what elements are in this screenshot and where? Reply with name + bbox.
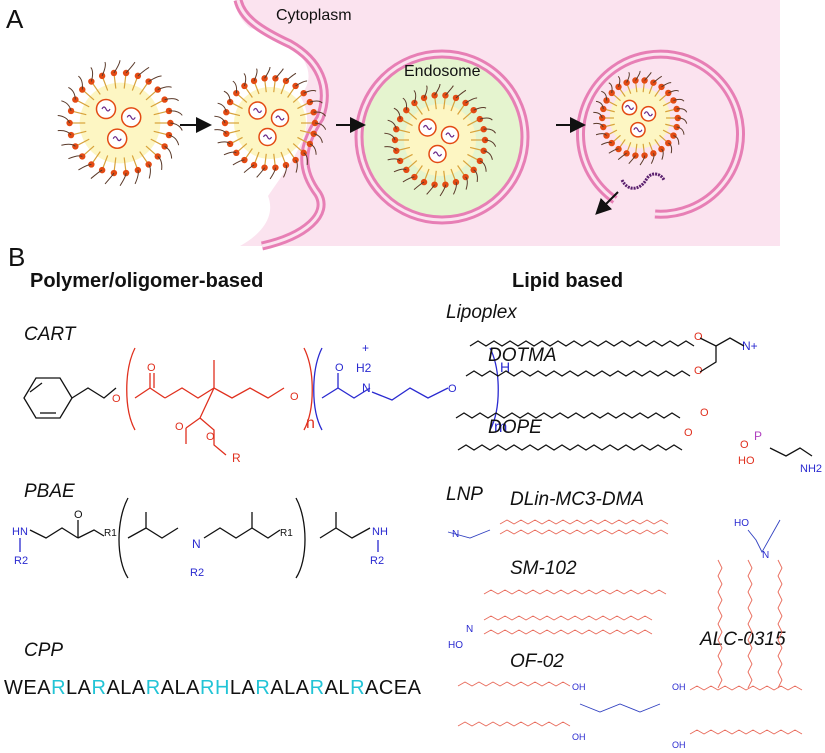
cpp-residue: LA [66, 677, 92, 699]
svg-text:O: O [206, 431, 215, 443]
svg-text:m: m [494, 419, 507, 436]
svg-text:H2: H2 [356, 361, 372, 375]
cpp-residue: ALA [270, 677, 309, 699]
cpp-highlight-residue: R [146, 677, 161, 699]
cpp-residue: AL [325, 677, 350, 699]
svg-text:OH: OH [672, 682, 686, 692]
svg-text:R2: R2 [190, 567, 204, 579]
svg-text:O: O [147, 362, 156, 374]
panel-a-letter: A [6, 4, 24, 34]
svg-text:R1: R1 [104, 528, 117, 539]
svg-text:OH: OH [672, 740, 686, 750]
lipid-nanoparticle [384, 83, 497, 197]
svg-text:O: O [700, 407, 709, 419]
svg-text:O: O [740, 439, 749, 451]
svg-text:OH: OH [572, 732, 586, 742]
lipid-nanoparticle [593, 70, 688, 166]
svg-text:R2: R2 [370, 555, 384, 567]
svg-text:HN: HN [12, 526, 28, 538]
svg-text:HO: HO [448, 640, 463, 651]
svg-text:H: H [500, 359, 510, 375]
svg-text:HO: HO [738, 455, 755, 467]
svg-text:NH2: NH2 [800, 463, 822, 475]
alc-name: ALC-0315 [699, 629, 786, 650]
svg-text:N+: N+ [742, 339, 758, 353]
svg-text:N: N [362, 381, 371, 395]
cpp-highlight-residue: RH [200, 677, 230, 699]
svg-text:P: P [754, 429, 762, 443]
svg-text:HO: HO [734, 518, 749, 529]
cpp-sequence: WEARLARALARALARHLARALARALRACEA [4, 677, 422, 699]
cpp-name: CPP [24, 640, 63, 661]
polymer-title: Polymer/oligomer-based [30, 270, 263, 292]
endosome-label: Endosome [404, 63, 481, 80]
cpp-highlight-residue: R [310, 677, 325, 699]
dotma-name: DOTMA [488, 345, 557, 366]
cpp-residue: ALA [161, 677, 200, 699]
svg-text:O: O [694, 331, 703, 343]
svg-text:R1: R1 [280, 528, 293, 539]
lipoplex-name: Lipoplex [446, 302, 518, 323]
svg-text:O: O [112, 393, 121, 405]
cart-name: CART [24, 324, 77, 345]
cpp-highlight-residue: R [91, 677, 106, 699]
svg-text:NH: NH [372, 526, 388, 538]
svg-text:O: O [335, 362, 344, 374]
cart-structure: O O O O R O n O + H2 N O H m [23, 341, 510, 465]
cpp-residue: WEA [4, 677, 51, 699]
cpp-highlight-residue: R [350, 677, 365, 699]
svg-text:R2: R2 [14, 555, 28, 567]
released-rna [620, 172, 666, 190]
svg-text:O: O [694, 365, 703, 377]
svg-text:OH: OH [572, 682, 586, 692]
cpp-residue: ACEA [365, 677, 422, 699]
lnp-structures: N N HO HO N OH OH OH OH [447, 518, 803, 750]
lipid-nanoparticle [57, 60, 183, 186]
svg-text:R: R [232, 451, 241, 465]
dope-name: DOPE [488, 417, 542, 438]
lipid-nanoparticle [214, 66, 327, 180]
cytoplasm-label: Cytoplasm [276, 7, 352, 24]
cpp-highlight-residue: R [51, 677, 66, 699]
cpp-highlight-residue: R [255, 677, 270, 699]
svg-text:O: O [290, 391, 299, 403]
pbae-name: PBAE [24, 481, 75, 502]
svg-text:O: O [175, 421, 184, 433]
svg-text:O: O [684, 427, 693, 439]
svg-text:O: O [74, 509, 83, 521]
nanoparticles [57, 60, 688, 197]
lnp-name: LNP [446, 484, 483, 505]
svg-text:+: + [362, 341, 369, 355]
cpp-residue: ALA [106, 677, 145, 699]
cpp-residue: LA [230, 677, 256, 699]
svg-text:n: n [306, 415, 315, 432]
of02-name: OF-02 [510, 651, 564, 672]
sm102-name: SM-102 [510, 558, 577, 579]
lipid-title: Lipid based [512, 270, 623, 292]
escape-arrow [595, 191, 619, 215]
svg-text:N: N [762, 550, 769, 561]
pbae-structure: HN R2 O R1 N R2 R1 NH R2 [12, 497, 388, 579]
panel-b-letter: B [8, 242, 25, 272]
svg-text:N: N [192, 537, 201, 551]
svg-text:N: N [466, 624, 473, 635]
svg-text:O: O [448, 383, 457, 395]
lipoplex-structures: O O N+ O O O P HO NH2 [455, 331, 822, 475]
mc3-name: DLin-MC3-DMA [510, 489, 644, 510]
